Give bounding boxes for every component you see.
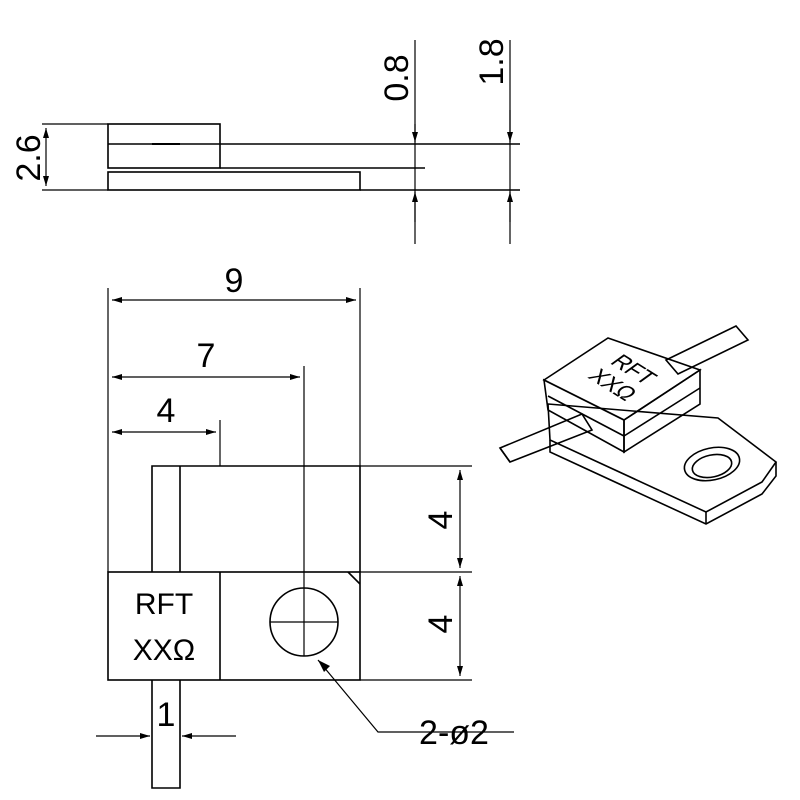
top-chamfer [347,571,361,585]
hole-leader [317,659,514,733]
iso-flange-edge [549,440,777,525]
iso-view: RFT XXΩ [498,325,778,525]
hole-callout: 2-ø2 [419,714,489,752]
side-flange [107,171,361,191]
dim-text-total-width: 9 [225,262,244,300]
side-body-block [107,123,221,169]
dim-text-b: 1.8 [473,38,511,85]
dim-text-a: 0.8 [378,54,416,101]
iso-lead-rear [664,325,750,375]
top-body-outline [107,571,361,681]
dim-text-height: 2.6 [10,134,48,181]
top-view: RFT XXΩ 9 7 4 4 4 1 2-ø2 [96,262,514,789]
marking-line2: XXΩ [133,634,195,667]
side-view: 2.6 0.8 1.8 [10,38,520,244]
iso-hole [683,446,741,482]
iso-flange [547,403,778,513]
iso-body-side [623,368,701,454]
marking-line1: RFT [135,588,193,621]
top-bottom-lead [151,680,181,789]
iso-marking: RFT XXΩ [583,350,663,405]
top-lead-tab [151,465,361,572]
dim-text-hole-center: 7 [197,337,216,375]
dim-text-lead-width: 1 [157,696,176,734]
iso-lead-end [499,447,511,463]
hole-leader-arrow [318,660,330,672]
iso-body-side-line [623,387,701,437]
iso-lead-front [498,413,594,463]
iso-body-front-line [547,395,625,437]
dim-text-body-width: 4 [157,392,176,430]
iso-hole-inner [691,453,733,479]
dim-text-lower-height: 4 [422,615,460,634]
dim-text-upper-height: 4 [422,511,460,530]
